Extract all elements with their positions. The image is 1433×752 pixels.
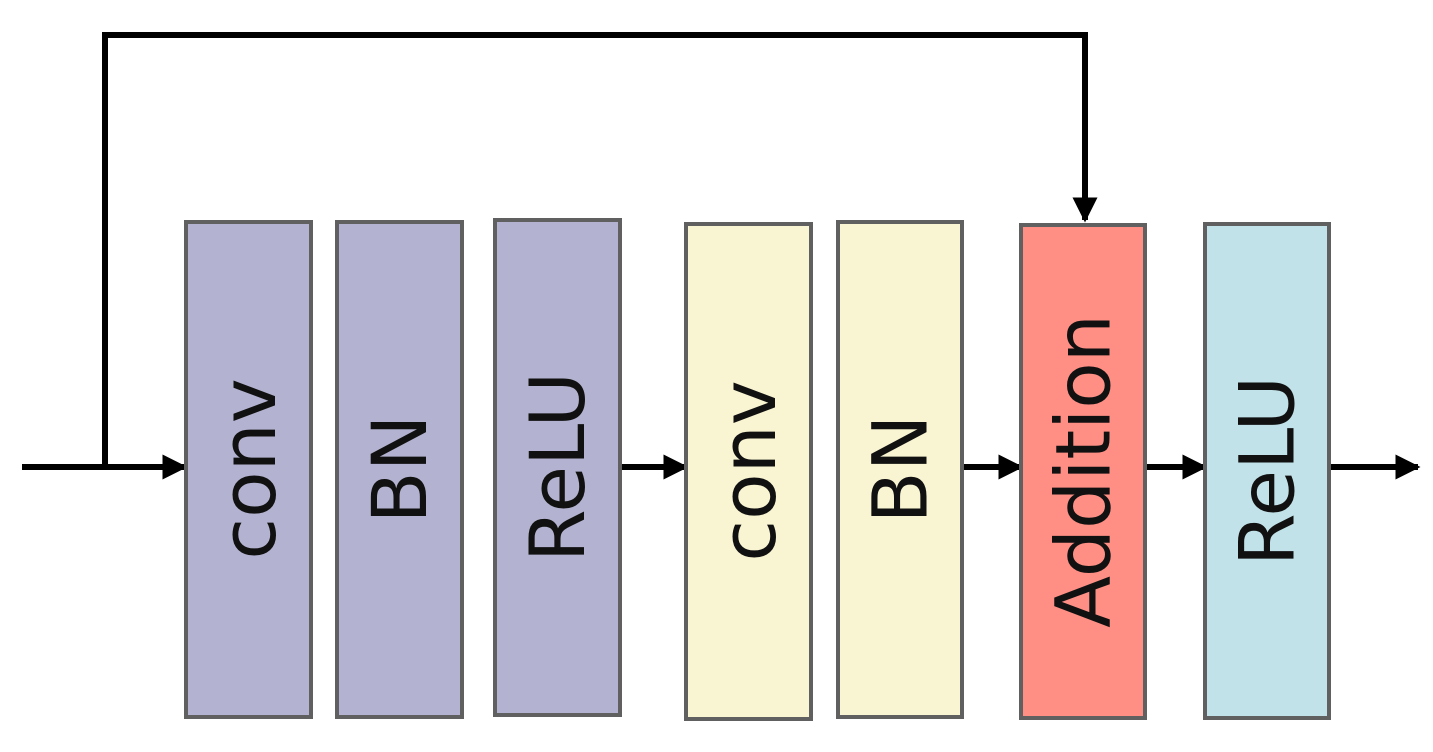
block-conv-1-label: conv bbox=[204, 378, 293, 559]
block-conv-2-label: conv bbox=[704, 380, 793, 561]
block-conv-2: conv bbox=[684, 222, 813, 721]
block-bn-1: BN bbox=[335, 220, 464, 719]
block-relu-2-label: ReLU bbox=[1223, 376, 1312, 566]
block-bn-2-label: BN bbox=[856, 415, 945, 524]
block-bn-1-label: BN bbox=[355, 415, 444, 524]
skip-connection-path bbox=[102, 32, 1098, 467]
block-relu-1-box bbox=[493, 218, 622, 717]
block-relu-2: ReLU bbox=[1203, 222, 1331, 720]
block-bn-2: BN bbox=[836, 220, 964, 719]
block-conv-1: conv bbox=[184, 220, 313, 719]
block-relu-2-box bbox=[1203, 222, 1331, 720]
block-relu-1-label: ReLU bbox=[513, 372, 602, 562]
block-conv-1-box bbox=[184, 220, 313, 719]
block-relu-1: ReLU bbox=[493, 218, 622, 717]
skip-connection bbox=[102, 32, 1098, 467]
block-bn-1-box bbox=[335, 220, 464, 719]
block-bn-2-box bbox=[836, 220, 964, 719]
block-addition: Addition bbox=[1019, 223, 1147, 720]
block-addition-box bbox=[1019, 223, 1147, 720]
block-addition-label: Addition bbox=[1039, 314, 1128, 628]
block-conv-2-box bbox=[684, 222, 813, 721]
